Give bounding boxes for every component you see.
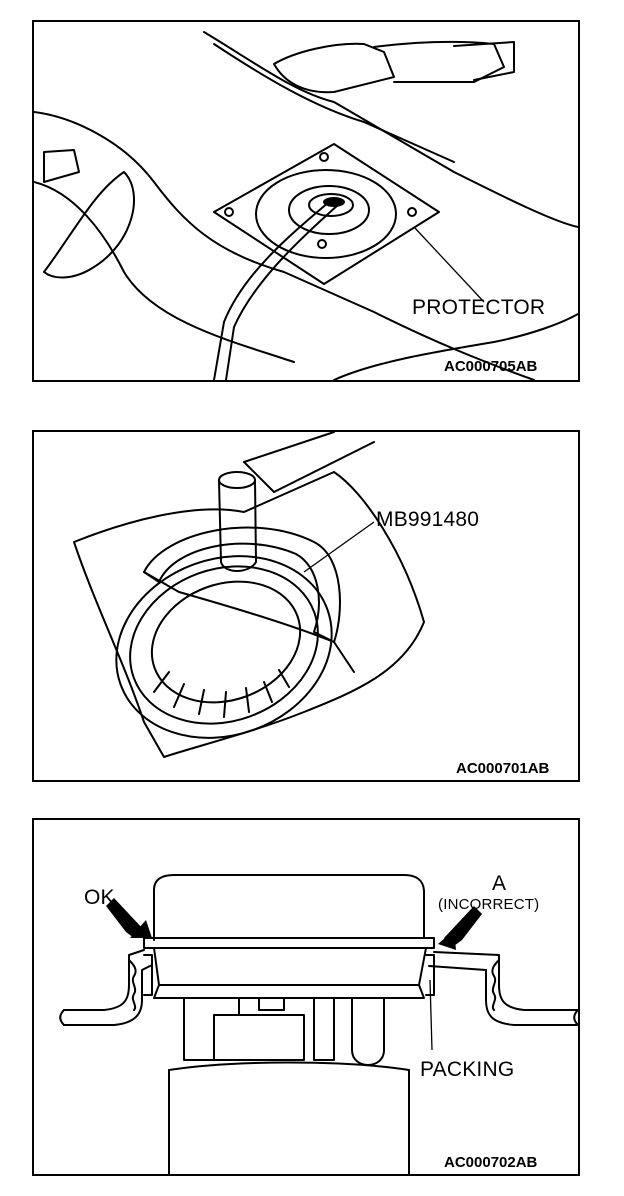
- incorrect-callout: (INCORRECT): [438, 896, 540, 913]
- figure-code: AC000702AB: [444, 1154, 538, 1171]
- figure-special-tool: MB991480 AC000701AB: [32, 430, 580, 782]
- packing-illustration: [59, 874, 578, 1174]
- figure-code: AC000701AB: [456, 760, 550, 777]
- protector-illustration: [34, 31, 578, 380]
- figure-protector: PROTECTOR AC000705AB: [32, 20, 580, 382]
- special-tool-callout: MB991480: [376, 508, 480, 531]
- ok-callout: OK: [84, 886, 115, 909]
- packing-callout: PACKING: [420, 1058, 515, 1081]
- figure-code: AC000705AB: [444, 358, 538, 375]
- protector-callout: PROTECTOR: [412, 296, 546, 319]
- figure-packing: OK A (INCORRECT) PACKING AC000702AB: [32, 818, 580, 1176]
- special-tool-illustration: [73, 432, 425, 758]
- incorrect-letter-callout: A: [492, 872, 507, 895]
